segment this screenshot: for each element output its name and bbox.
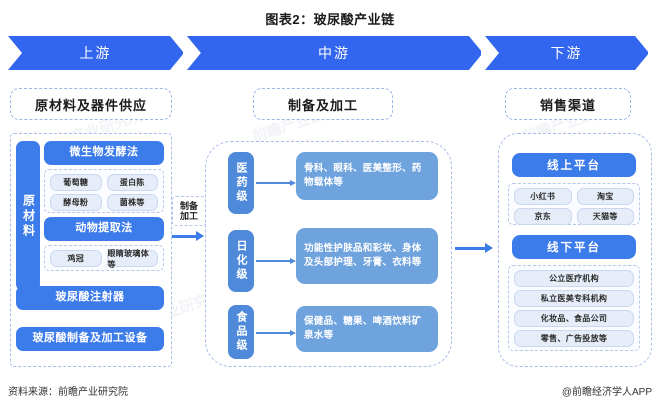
page-title: 图表2：玻尿酸产业链 [265, 12, 395, 27]
arrow-upstream-to-midstream [172, 231, 204, 241]
connector-label: 制备 加工 [172, 196, 206, 226]
arrow-head [290, 330, 296, 336]
online-platform-items: 小红书 淘宝 京东 天猫等 [508, 183, 640, 225]
stage-midstream[interactable]: 中游 [186, 36, 482, 70]
chip-item[interactable]: 菌株等 [106, 194, 158, 211]
offline-platform-items: 公立医疗机构 私立医美专科机构 化妆品、食品公司 零售、广告投放等 [508, 265, 640, 351]
chip-item[interactable]: 鸡冠 [50, 250, 102, 267]
stage-upstream[interactable]: 上游 [8, 36, 183, 70]
chip-item[interactable]: 蛋白陈 [106, 174, 158, 191]
chip-item[interactable]: 淘宝 [576, 188, 634, 205]
chip-item[interactable]: 化妆品、食品公司 [514, 310, 634, 327]
raw-material-label: 原材料 [16, 141, 40, 291]
method-fermentation[interactable]: 微生物发酵法 [44, 141, 164, 165]
arrow-head [196, 231, 204, 241]
arrow-midstream-to-downstream [455, 243, 493, 253]
arrow-shaft [256, 182, 290, 184]
chip-item[interactable]: 天猫等 [576, 208, 634, 225]
arrow-shaft [256, 260, 290, 262]
arrow-head [485, 243, 493, 253]
grade-cosmetic[interactable]: 日化级 [228, 230, 254, 292]
chip-item[interactable]: 京东 [514, 208, 572, 225]
arrow-grade-food [256, 330, 296, 336]
detail-food: 保健品、糖果、啤酒饮料矿泉水等 [296, 306, 438, 352]
arrow-grade-cosmetic [256, 258, 296, 264]
chip-item[interactable]: 小红书 [514, 188, 572, 205]
chip-item[interactable]: 眼睛玻璃体等 [106, 249, 158, 269]
detail-cosmetic: 功能性护肤品和彩妆、身体及头部护理、牙膏、衣料等 [296, 228, 438, 284]
chip-item[interactable]: 酵母粉 [50, 194, 102, 211]
detail-medical: 骨科、眼科、医美整形、药物载体等 [296, 152, 438, 200]
animal-extraction-items: 鸡冠 眼睛玻璃体等 [44, 245, 164, 271]
method-animal-extraction[interactable]: 动物提取法 [44, 217, 164, 241]
channel-offline[interactable]: 线下平台 [512, 235, 636, 259]
chip-item[interactable]: 葡萄糖 [50, 174, 102, 191]
stage-downstream[interactable]: 下游 [485, 36, 648, 70]
arrow-shaft [256, 332, 290, 334]
connector-label-line1: 制备 [179, 200, 198, 211]
grade-food[interactable]: 食品级 [228, 305, 254, 359]
connector-label-line2: 加工 [179, 211, 198, 221]
upstream-section-header: 原材料及器件供应 [10, 88, 172, 120]
arrow-head [290, 180, 296, 186]
grade-medical[interactable]: 医药级 [228, 152, 254, 214]
fermentation-items: 葡萄糖 蛋白陈 酵母粉 菌株等 [44, 169, 164, 213]
device-production-equipment[interactable]: 玻尿酸制备及加工设备 [16, 327, 164, 351]
stage-banner: 上游 中游 下游 [8, 36, 652, 70]
midstream-section-header: 制备及加工 [253, 88, 393, 120]
arrow-grade-medical [256, 180, 296, 186]
source-note: 资料来源：前瞻产业研究院 [8, 387, 128, 398]
arrow-shaft [172, 234, 196, 238]
chip-item[interactable]: 公立医疗机构 [514, 270, 634, 287]
arrow-head [290, 258, 296, 264]
device-injector[interactable]: 玻尿酸注射器 [16, 286, 164, 310]
credit-note: @前瞻经济学人APP [561, 387, 652, 398]
downstream-section-header: 销售渠道 [505, 88, 631, 120]
arrow-shaft [455, 246, 485, 250]
chip-item[interactable]: 私立医美专科机构 [514, 290, 634, 307]
channel-online[interactable]: 线上平台 [512, 153, 636, 177]
chip-item[interactable]: 零售、广告投放等 [514, 330, 634, 347]
